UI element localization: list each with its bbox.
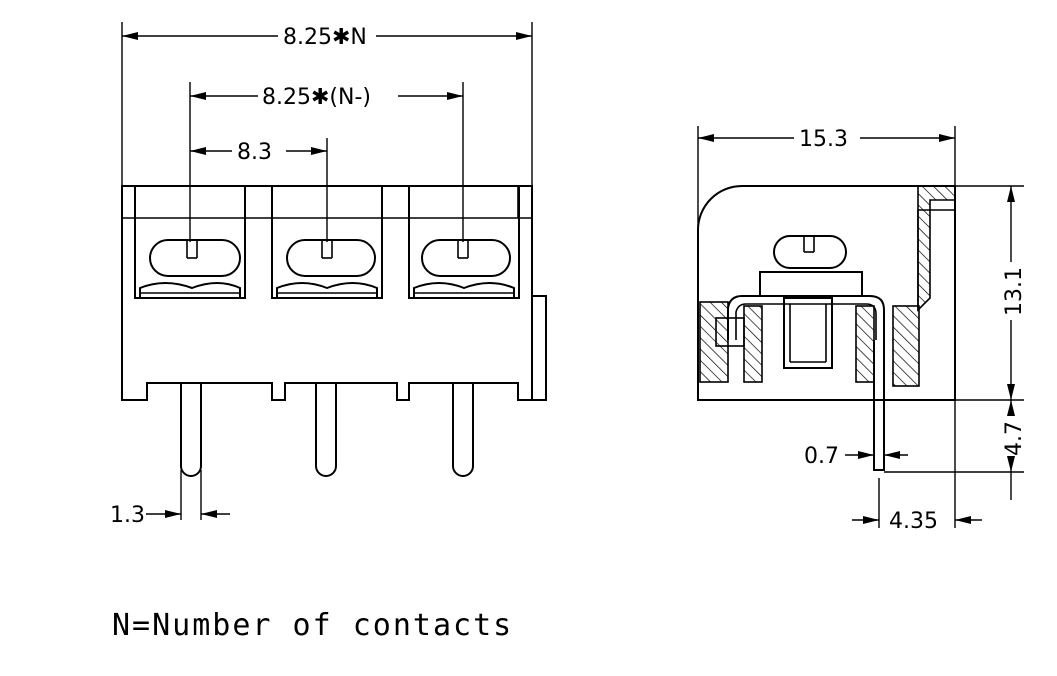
side-view — [697, 185, 956, 471]
dim-pitch-label: 8.3 — [237, 140, 272, 165]
side-dimensions: 15.3 13.1 4.7 0.7 4.35 — [697, 126, 1027, 534]
dim-total-label: 8.25✱N — [283, 25, 367, 50]
dim-pin-length-label: 4.7 — [1002, 421, 1027, 456]
dim-pin-offset-label: 4.35 — [889, 509, 938, 534]
side-body-outline — [697, 185, 956, 401]
screw-pocket-3 — [408, 185, 520, 299]
dim-span-label: 8.25✱(N-) — [262, 85, 371, 110]
housing-outline — [121, 185, 533, 401]
dim-pin-label: 1.3 — [110, 503, 145, 528]
dim-depth-label: 15.3 — [799, 127, 848, 152]
front-view — [121, 185, 547, 477]
pins — [180, 383, 474, 477]
front-dimensions: 8.25✱N 8.25✱(N-) 8.3 1.3 — [110, 22, 533, 528]
dim-height-label: 13.1 — [1002, 267, 1027, 316]
dim-pin-thickness-label: 0.7 — [804, 444, 839, 469]
side-tab — [532, 295, 547, 401]
contacts-note: N=Number of contacts — [112, 608, 513, 643]
